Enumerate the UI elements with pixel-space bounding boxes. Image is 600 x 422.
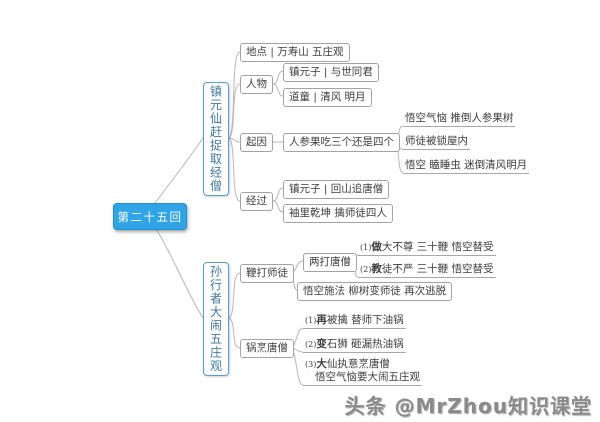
node-people[interactable]: 人物 bbox=[240, 75, 273, 94]
item-keyword: 再 bbox=[316, 314, 327, 326]
root-node-chapter[interactable]: 第二十五回 bbox=[113, 203, 187, 230]
node-cause-detail-1[interactable]: 悟空气恼 推倒人参果树 bbox=[403, 112, 516, 127]
node-boil-item-1[interactable]: (1)再被擒 替师下油锅 bbox=[303, 314, 406, 329]
node-cause-detail-3[interactable]: 悟空 瞌睡虫 迷倒清风明月 bbox=[403, 159, 530, 174]
node-course-chase[interactable]: 镇元子 | 回山追唐僧 bbox=[283, 180, 390, 199]
item-keyword: 大 bbox=[316, 358, 327, 370]
item-number: (1) bbox=[360, 243, 372, 252]
node-boil[interactable]: 锅烹唐僧 bbox=[240, 339, 294, 358]
node-boil-item-2[interactable]: (2)变石狮 砸漏热油锅 bbox=[303, 338, 406, 353]
item-line-1: (3)大仙执意烹唐僧 bbox=[305, 358, 420, 371]
item-number: (3) bbox=[305, 360, 317, 369]
node-course-sleeve[interactable]: 袖里乾坤 擒师徒四人 bbox=[283, 204, 393, 223]
item-text: 大不尊 三十鞭 悟空替受 bbox=[381, 241, 494, 253]
item-number: (2) bbox=[360, 265, 372, 274]
item-text: 仙执意烹唐僧 bbox=[326, 358, 390, 370]
node-whip-escape[interactable]: 悟空施法 柳树变师徒 再次逃脱 bbox=[297, 282, 453, 301]
item-text: 被擒 替师下油锅 bbox=[326, 314, 404, 326]
node-whip[interactable]: 鞭打师徒 bbox=[240, 264, 294, 283]
node-whip-twice[interactable]: 两打唐僧 bbox=[303, 253, 357, 272]
item-line-2: 悟空气恼要大闹五庄观 bbox=[315, 371, 420, 383]
node-whip-item-1[interactable]: (1)做大不尊 三十鞭 悟空替受 bbox=[358, 241, 496, 256]
item-keyword: 变 bbox=[316, 338, 327, 350]
node-people-zhenyuanzi[interactable]: 镇元子 | 与世同君 bbox=[283, 63, 379, 82]
item-text: 徒不严 三十鞭 悟空替受 bbox=[381, 263, 494, 275]
item-number: (2) bbox=[305, 340, 317, 349]
node-cause[interactable]: 起因 bbox=[240, 133, 273, 152]
branch-node-zhenyuan[interactable]: 镇元仙赶捉取经僧 bbox=[203, 82, 229, 196]
item-keyword: 做 bbox=[371, 241, 382, 253]
node-people-daotong[interactable]: 道童 | 清风 明月 bbox=[283, 88, 372, 107]
node-cause-detail-2[interactable]: 师徒被锁屋内 bbox=[403, 135, 470, 150]
node-cause-main[interactable]: 人参果吃三个还是四个 bbox=[283, 133, 400, 152]
node-location[interactable]: 地点 | 万寿山 五庄观 bbox=[240, 43, 350, 62]
watermark-toutiao: 头条 @MrZhou知识课堂 bbox=[344, 394, 592, 418]
item-keyword: 教 bbox=[371, 263, 382, 275]
node-course[interactable]: 经过 bbox=[240, 192, 273, 211]
branch-node-sunxingzhe[interactable]: 孙行者大闹五庄观 bbox=[203, 262, 229, 376]
item-number: (1) bbox=[305, 316, 317, 325]
node-whip-item-2[interactable]: (2)教徒不严 三十鞭 悟空替受 bbox=[358, 263, 496, 278]
item-text: 石狮 砸漏热油锅 bbox=[326, 338, 404, 350]
node-boil-item-3[interactable]: (3)大仙执意烹唐僧 悟空气恼要大闹五庄观 bbox=[303, 358, 422, 386]
